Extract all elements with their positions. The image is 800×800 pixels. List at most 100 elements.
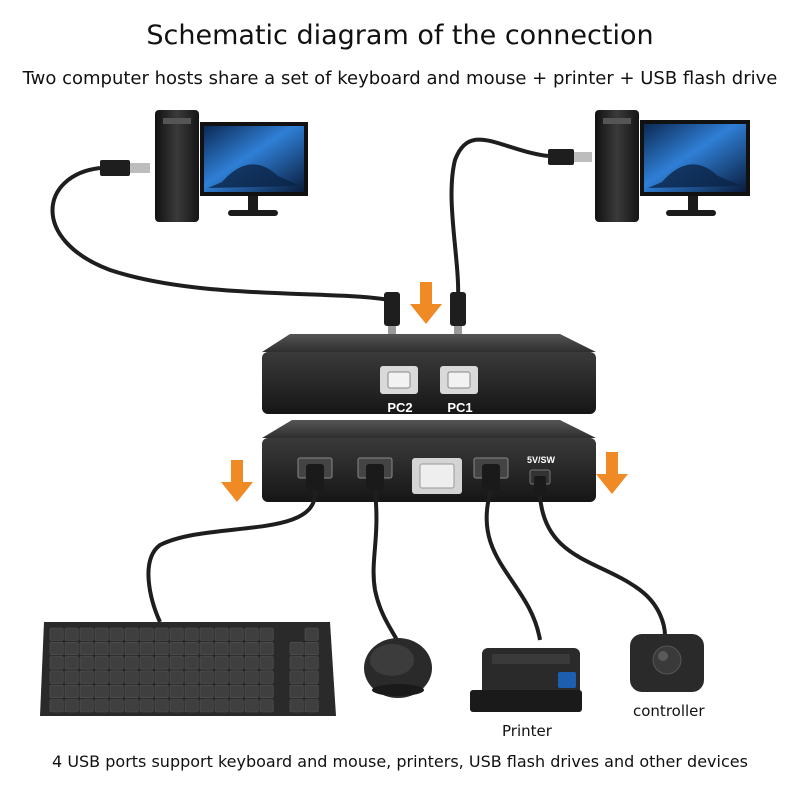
keyboard-key <box>124 656 139 670</box>
keyboard-key <box>259 684 274 699</box>
tower-left <box>155 110 199 222</box>
keyboard-key <box>199 670 214 684</box>
keyboard-key <box>139 641 154 656</box>
keyboard-key <box>154 656 169 670</box>
keyboard-key <box>244 684 259 699</box>
controller-label: controller <box>633 702 705 720</box>
keyboard-key <box>94 684 109 699</box>
keyboard-key <box>109 670 124 684</box>
keyboard-key <box>64 656 79 670</box>
keyboard-key <box>214 656 229 670</box>
keyboard-key <box>94 699 109 713</box>
cable-mouse <box>371 489 400 643</box>
keyboard-key <box>79 670 94 684</box>
arrow-down-right <box>596 452 628 494</box>
keyboard-key <box>214 627 229 641</box>
keyboard-key <box>49 684 64 699</box>
keyboard-key <box>154 670 169 684</box>
keyboard-key <box>199 627 214 641</box>
keyboard-key <box>139 670 154 684</box>
keyboard-key <box>244 641 259 656</box>
keyboard-key <box>124 641 139 656</box>
keyboard-key <box>139 684 154 699</box>
keyboard-key <box>49 627 64 641</box>
keyboard-key <box>49 699 64 713</box>
arrow-down-left <box>221 460 253 502</box>
keyboard-key <box>184 699 199 713</box>
keyboard-key <box>94 627 109 641</box>
keyboard-key <box>199 699 214 713</box>
keyboard-key <box>169 699 184 713</box>
keyboard-key <box>304 656 319 670</box>
keyboard-key <box>79 684 94 699</box>
keyboard-key <box>229 670 244 684</box>
keyboard-key <box>109 627 124 641</box>
keyboard-key <box>184 656 199 670</box>
keyboard-key <box>259 656 274 670</box>
keyboard-key <box>214 684 229 699</box>
keyboard-key <box>229 699 244 713</box>
printer-label: Printer <box>502 722 552 740</box>
keyboard-key <box>229 627 244 641</box>
keyboard-key <box>289 656 304 670</box>
keyboard-key <box>64 670 79 684</box>
keyboard-key <box>79 699 94 713</box>
keyboard-key <box>214 699 229 713</box>
keyboard-key <box>304 641 319 656</box>
cable-controller <box>538 495 667 637</box>
keyboard-key <box>94 641 109 656</box>
keyboard-key <box>184 684 199 699</box>
keyboard-key <box>304 627 319 641</box>
keyboard-key <box>169 684 184 699</box>
keyboard-key <box>154 627 169 641</box>
keyboard-key <box>49 641 64 656</box>
keyboard-key <box>214 641 229 656</box>
keyboard-key <box>229 656 244 670</box>
keyboard-key <box>229 641 244 656</box>
power-switch-label: 5V/SW <box>527 455 556 465</box>
keyboard-key <box>124 670 139 684</box>
keyboard-key <box>79 641 94 656</box>
keyboard-key <box>124 627 139 641</box>
usb-plug-left <box>100 160 150 176</box>
keyboard-key <box>259 670 274 684</box>
keyboard-key <box>169 641 184 656</box>
keyboard-key <box>214 670 229 684</box>
tower-right <box>595 110 639 222</box>
keyboard-key <box>199 656 214 670</box>
cable-printer <box>484 489 542 641</box>
arrow-down-center <box>410 282 442 324</box>
port-label-pc1: PC1 <box>447 400 472 415</box>
keyboard-key <box>229 684 244 699</box>
keyboard-key <box>139 699 154 713</box>
keyboard-key <box>304 670 319 684</box>
keyboard-key <box>244 656 259 670</box>
cable-pc2 <box>50 166 391 302</box>
keyboard-key <box>289 699 304 713</box>
keyboard-key <box>169 627 184 641</box>
keyboard-key <box>199 641 214 656</box>
computer-right <box>595 110 750 222</box>
keyboard-key <box>94 670 109 684</box>
keyboard-key <box>169 656 184 670</box>
keyboard-key <box>184 641 199 656</box>
keyboard-key <box>49 656 64 670</box>
keyboard-key <box>139 627 154 641</box>
keyboard-key <box>184 670 199 684</box>
keyboard-key <box>139 656 154 670</box>
mouse <box>364 638 432 698</box>
controller-device <box>630 634 704 692</box>
keyboard-key <box>289 684 304 699</box>
keyboard-key <box>199 684 214 699</box>
keyboard-key <box>244 699 259 713</box>
keyboard-key <box>154 641 169 656</box>
keyboard-key <box>289 641 304 656</box>
keyboard-key <box>109 684 124 699</box>
keyboard-key <box>49 670 64 684</box>
keyboard-key <box>64 627 79 641</box>
keyboard-key <box>109 699 124 713</box>
keyboard-key <box>304 699 319 713</box>
keyboard-key <box>244 670 259 684</box>
usb-plug-right <box>548 149 592 165</box>
